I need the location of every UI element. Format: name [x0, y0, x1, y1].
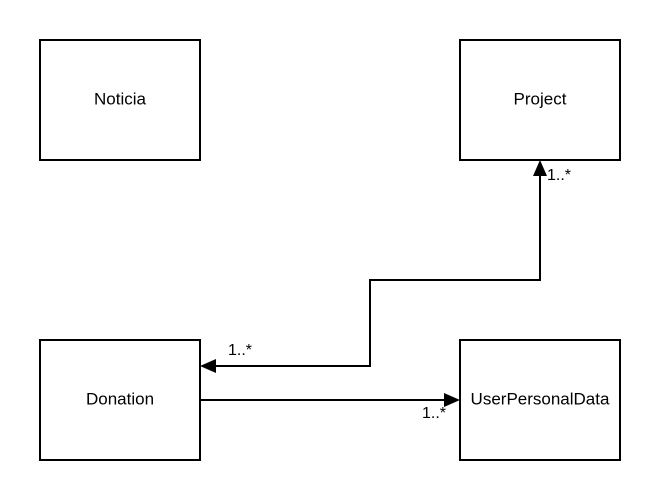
class-donation-label: Donation: [86, 389, 154, 408]
arrowhead-to-user-personal-data: [444, 393, 460, 407]
multiplicity-project-end: 1..*: [547, 167, 571, 184]
multiplicity-donation-end: 1..*: [228, 342, 252, 359]
class-noticia[interactable]: Noticia: [39, 39, 201, 161]
class-donation-box: [39, 339, 201, 461]
class-noticia-label: Noticia: [94, 89, 147, 108]
multiplicity-user-personal-data-end: 1..*: [422, 405, 446, 422]
class-project[interactable]: Project: [459, 39, 621, 161]
association-donation-project[interactable]: 1..* 1..*: [200, 160, 571, 373]
class-project-box: [459, 39, 621, 161]
class-user-personal-data[interactable]: UserPersonalData: [459, 339, 621, 461]
association-donation-project-line: [212, 172, 541, 367]
class-user-personal-data-box: [459, 339, 621, 461]
class-user-personal-data-label: UserPersonalData: [471, 389, 610, 408]
arrowhead-to-donation: [200, 359, 216, 373]
association-donation-user-personal-data[interactable]: 1..*: [200, 393, 460, 422]
arrowhead-to-project: [533, 160, 547, 176]
class-noticia-box: [39, 39, 201, 161]
class-donation[interactable]: Donation: [39, 339, 201, 461]
class-project-label: Project: [514, 89, 567, 108]
